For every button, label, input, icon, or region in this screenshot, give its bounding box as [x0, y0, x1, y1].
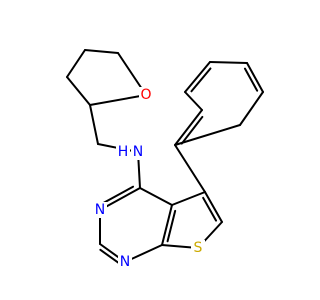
bond-c2-n1-double	[99, 248, 121, 265]
bond-p3-p4	[184, 61, 211, 93]
oxygen-atom-label: O	[140, 87, 151, 103]
oxygen-atom-label-background	[139, 87, 153, 103]
bond-thf4-thf5	[84, 49, 119, 54]
bond-c4a-c5	[171, 191, 206, 206]
bond-thf3-thf4	[66, 49, 86, 78]
ring-nitrogen-lower-label: N	[120, 254, 130, 270]
bond-c4-n3-double	[101, 185, 135, 205]
bond-c5-c6-double	[202, 196, 218, 222]
bond-c7a-c4a-double	[166, 209, 177, 243]
amine-nitrogen-label: N	[133, 144, 143, 160]
amine-hydrogen-label-background	[116, 144, 130, 160]
bond-p6-p7	[239, 91, 264, 126]
bond-p4-p5	[209, 61, 248, 64]
bond-thf2-thf3	[66, 76, 91, 106]
bond-c5-c6	[204, 191, 223, 223]
bond-p5-p6-double	[243, 67, 259, 92]
ring-nitrogen-upper-label: N	[95, 202, 105, 218]
ring-nitrogen-lower-label-background	[118, 254, 132, 270]
bond-p2-p3	[184, 91, 203, 111]
bond-p1-p2-double	[180, 115, 204, 145]
bond-p3-p4-double	[190, 67, 212, 93]
bond-c7a-c4a	[161, 204, 173, 246]
amine-hydrogen-label: H	[118, 144, 129, 160]
bond-p5-p6	[246, 62, 264, 93]
bond-c5-p1	[174, 144, 206, 193]
bond-p1-p2	[174, 109, 203, 146]
bond-p7-p1	[174, 124, 241, 146]
sulfur-atom-label: S	[194, 240, 203, 256]
bond-c4a-c4	[139, 187, 173, 206]
bond-layer	[66, 49, 264, 265]
bond-thf2-ch2	[89, 104, 99, 145]
bond-o-thf2	[89, 94, 147, 106]
amine-nitrogen-label-background	[131, 144, 145, 160]
sulfur-atom-label-background	[191, 240, 205, 256]
ring-nitrogen-upper-label-background	[93, 202, 107, 218]
